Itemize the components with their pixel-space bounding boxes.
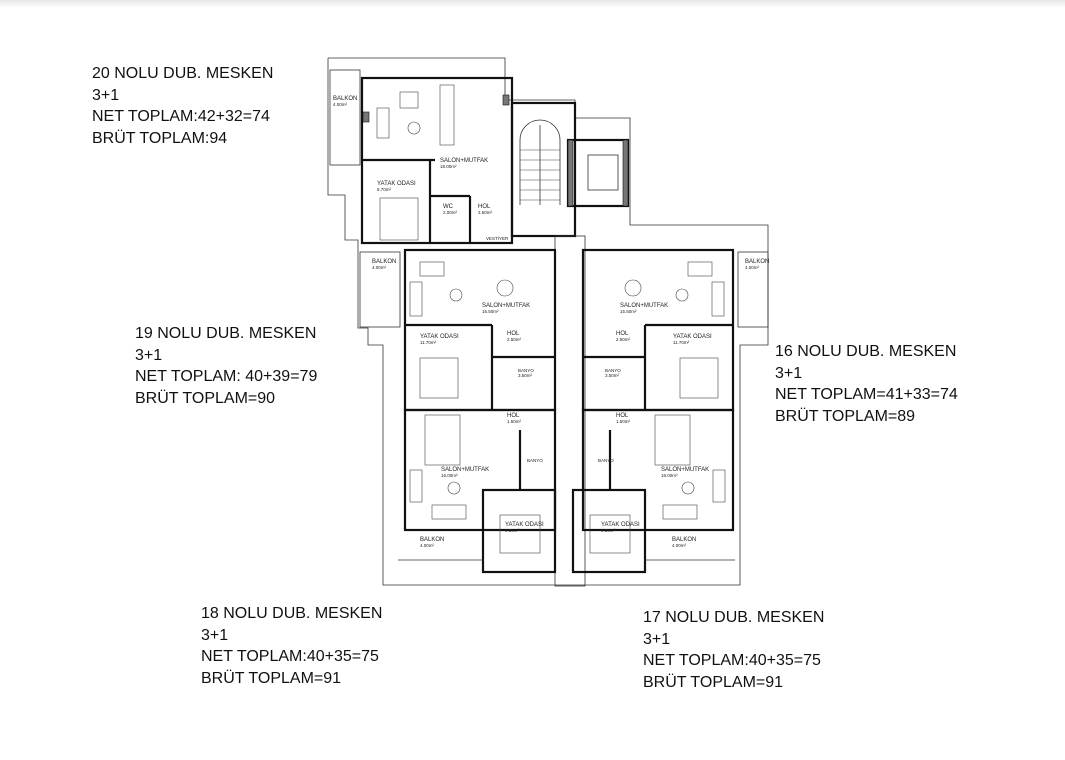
room-label: BANYO <box>605 368 621 373</box>
room-label: SALON+MUTFAK <box>620 303 668 309</box>
room-area: 1.50m² <box>507 419 522 424</box>
room-label: WC <box>443 204 454 210</box>
units-19-16-walls <box>403 248 735 412</box>
room-label: YATAK ODASI <box>601 522 640 528</box>
unit-title: 19 NOLU DUB. MESKEN <box>135 325 317 342</box>
room-label: YATAK ODASI <box>420 334 459 340</box>
room-area: 15.50m² <box>620 309 637 314</box>
room-area: 2.50m² <box>616 337 631 342</box>
room-label: HOL <box>507 413 520 419</box>
room-area: 9.50m² <box>505 528 520 533</box>
boundary-lines <box>327 57 769 586</box>
room-area: 2.50m² <box>507 337 522 342</box>
room-label: YATAK ODASI <box>505 522 544 528</box>
room-label: VESTİYER <box>486 235 509 241</box>
room-label: BALKON <box>745 259 769 265</box>
unit-19-summary: 19 NOLU DUB. MESKEN 3+1 NET TOPLAM: 40+3… <box>135 323 317 409</box>
room-label: BALKON <box>420 537 444 543</box>
unit-net-total: NET TOPLAM:40+35=75 <box>201 648 379 665</box>
room-area: 8.70m² <box>377 187 392 192</box>
room-area: 9.50m² <box>601 528 616 533</box>
unit-title: 16 NOLU DUB. MESKEN <box>775 343 957 360</box>
room-label: SALON+MUTFAK <box>440 158 488 164</box>
unit-gross-total: BRÜT TOPLAM=90 <box>135 389 276 407</box>
room-area: 4.00m² <box>372 265 387 270</box>
unit-17-summary: 17 NOLU DUB. MESKEN 3+1 NET TOPLAM:40+35… <box>643 607 824 693</box>
room-label: BANYO <box>518 368 534 373</box>
room-area: 4.00m² <box>333 102 348 107</box>
unit-title: 18 NOLU DUB. MESKEN <box>201 605 383 622</box>
unit-title: 17 NOLU DUB. MESKEN <box>643 609 825 626</box>
unit-gross-total: BRÜT TOPLAM=89 <box>775 407 916 425</box>
room-label: SALON+MUTFAK <box>441 467 489 473</box>
room-area: 4.00m² <box>745 265 760 270</box>
stair-core <box>510 101 630 587</box>
unit-type: 3+1 <box>643 630 671 648</box>
room-labels: BALKON 4.00m² SALON+MUTFAK 18.00m² YATAK… <box>333 96 769 548</box>
room-label: HOL <box>507 331 520 337</box>
room-area: 4.00m² <box>420 543 435 548</box>
unit-title: 20 NOLU DUB. MESKEN <box>92 65 274 82</box>
room-label: BANYO <box>527 458 543 463</box>
room-label: BALKON <box>333 96 357 102</box>
room-area: 3.50m² <box>518 373 533 378</box>
room-label: HOL <box>616 331 629 337</box>
room-label: BALKON <box>372 259 396 265</box>
room-area: 18.00m² <box>440 164 457 169</box>
unit-gross-total: BRÜT TOPLAM=91 <box>643 673 784 691</box>
room-label: BALKON <box>672 537 696 543</box>
unit-net-total: NET TOPLAM: 40+39=79 <box>135 368 318 385</box>
room-label: SALON+MUTFAK <box>661 467 709 473</box>
unit-16-summary: 16 NOLU DUB. MESKEN 3+1 NET TOPLAM=41+33… <box>775 341 958 427</box>
unit-net-total: NET TOPLAM:40+35=75 <box>643 652 821 669</box>
unit-type: 3+1 <box>775 364 803 382</box>
room-area: 2.50m² <box>478 210 493 215</box>
unit-type: 3+1 <box>92 86 120 104</box>
room-label: YATAK ODASI <box>377 181 416 187</box>
unit-net-total: NET TOPLAM=41+33=74 <box>775 386 958 403</box>
room-area: 2.00m² <box>443 210 458 215</box>
unit-gross-total: BRÜT TOPLAM=91 <box>201 669 342 687</box>
unit-20-walls <box>360 76 514 245</box>
unit-net-total: NET TOPLAM:42+32=74 <box>92 108 270 125</box>
room-area: 11.70m² <box>673 340 690 345</box>
room-label: SALON+MUTFAK <box>482 303 530 309</box>
unit-18-summary: 18 NOLU DUB. MESKEN 3+1 NET TOPLAM:40+35… <box>201 603 382 689</box>
unit-20-summary: 20 NOLU DUB. MESKEN 3+1 NET TOPLAM:42+32… <box>92 63 273 149</box>
unit-gross-total: BRÜT TOPLAM:94 <box>92 129 228 147</box>
room-label: BANYO <box>598 458 614 463</box>
room-area: 1.50m² <box>616 419 631 424</box>
room-area: 11.70m² <box>420 340 437 345</box>
room-area: 4.00m² <box>672 543 687 548</box>
room-area: 3.50m² <box>605 373 620 378</box>
unit-type: 3+1 <box>135 346 163 364</box>
room-label: HOL <box>478 204 491 210</box>
top-edge <box>0 0 1065 8</box>
unit-type: 3+1 <box>201 626 229 644</box>
room-area: 16.00m² <box>441 473 458 478</box>
units-18-17-walls <box>398 408 735 574</box>
room-area: 16.50m² <box>482 309 499 314</box>
room-label: YATAK ODASI <box>673 334 712 340</box>
room-area: 16.00m² <box>661 473 678 478</box>
room-label: HOL <box>616 413 629 419</box>
